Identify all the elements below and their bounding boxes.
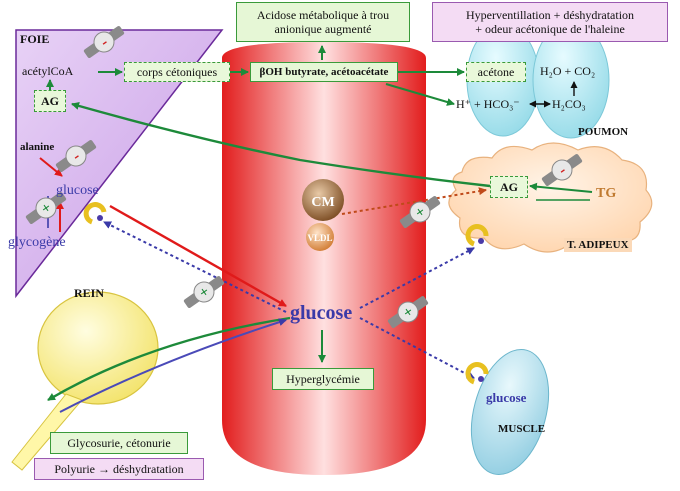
blood-vessel	[222, 42, 426, 475]
tg-label: TG	[596, 186, 617, 201]
cm-label: CM	[311, 195, 334, 210]
h2o-co2-label: H₂O + CO₂	[540, 64, 596, 78]
receptor-adipose-icon	[465, 224, 489, 247]
badge-minus-cetogenese-icon: -	[83, 26, 125, 58]
arrow-glucose-rein	[47, 316, 291, 402]
adipeux-label: T. ADIPEUX	[564, 238, 632, 252]
arrow-blood-to-liver-dotted	[103, 221, 287, 313]
hco3-label: H⁺ + HCO₃⁻	[456, 97, 520, 111]
glycogene-label: glycogène	[8, 235, 66, 250]
vldl-label: VLDL	[307, 233, 332, 243]
acetylcoa-label: acétylCoA	[22, 64, 74, 78]
arrow-alanine-glucose	[39, 157, 63, 177]
muscle-shape	[470, 348, 550, 476]
corps-cetoniques-box: corps cétoniques	[124, 62, 230, 82]
arrow-liver-glucose-blood	[109, 204, 287, 308]
ag-liver-box: AG	[34, 90, 66, 112]
acidose-box: Acidose métabolique à trou anionique aug…	[236, 2, 410, 42]
acidose-line1: Acidose métabolique à trou	[256, 8, 390, 22]
badge-plus-glycogenese-icon: +	[25, 192, 67, 224]
polyurie-box: Polyurie → déshydratation	[34, 458, 204, 480]
arrow-tg-ag	[529, 182, 593, 193]
hypervent-line2: + odeur acétonique de l'haleine	[475, 22, 625, 36]
ag-adipose-box: AG	[490, 176, 528, 198]
badge-minus-neoglucogenese-icon: -	[55, 140, 97, 172]
badge-plus-vldl-icon: +	[399, 196, 441, 228]
hyperventilation-box: Hyperventillation + déshydratation + ode…	[432, 2, 668, 42]
ureter-shape	[11, 393, 83, 471]
arrow-vldl-adipose	[341, 187, 487, 215]
receptor-muscle-icon	[465, 362, 489, 385]
muscle-label: MUSCLE	[498, 423, 546, 435]
arrow-kidney-glucose	[59, 318, 287, 413]
glucose-muscle-label: glucose	[486, 390, 527, 405]
alanine-label: alanine	[20, 141, 55, 153]
vldl-particle	[306, 223, 334, 251]
glucose-center-label: glucose	[290, 302, 353, 324]
badge-minus-lipolyse-icon: -	[541, 154, 583, 186]
badge-plus-liver-uptake-icon: +	[183, 276, 225, 308]
poumon-label: POUMON	[578, 126, 629, 138]
adipose-cloud	[448, 142, 653, 253]
hyperglycemie-box: Hyperglycémie	[272, 368, 374, 390]
arrow-adipose-ag-liver	[71, 102, 491, 188]
foie-label: FOIE	[20, 32, 50, 46]
receptor-liver-icon	[83, 202, 107, 225]
glycosurie-box: Glycosurie, cétonurie	[50, 432, 188, 454]
glucose-liver-label: glucose	[56, 183, 99, 198]
hypervent-line1: Hyperventillation + déshydratation	[465, 8, 635, 22]
badge-plus-muscle-uptake-icon: +	[387, 296, 429, 328]
cm-particle	[302, 179, 344, 221]
acidose-line2: anionique augmenté	[274, 22, 372, 36]
acetone-box: acétone	[466, 62, 526, 82]
arrow-boh-hco3	[385, 83, 455, 106]
kidney-shape	[37, 291, 159, 405]
rein-label: REIN	[74, 286, 105, 300]
boh-box: βOH butyrate, acétoacétate	[250, 62, 398, 82]
h2co3-label: H₂CO₃	[552, 97, 586, 111]
